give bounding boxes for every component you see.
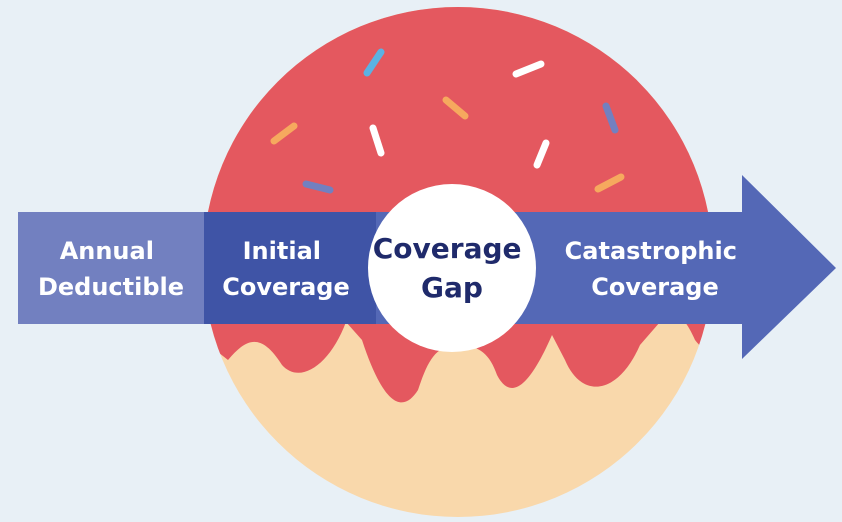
label-coverage-gap: Coverage Gap: [373, 232, 532, 304]
label-annual-deductible: Annual Deductible: [38, 237, 184, 301]
sprinkle: [442, 96, 469, 120]
arrow-segment-initial-coverage: [204, 212, 376, 324]
stage-labels: Annual Deductible Initial Coverage Cover…: [38, 232, 746, 304]
sprinkle: [369, 124, 385, 157]
sprinkle: [594, 173, 625, 193]
sprinkle: [533, 139, 550, 169]
sprinkle: [270, 122, 298, 145]
sprinkle: [302, 180, 334, 194]
sprinkle: [512, 60, 545, 78]
sprinkles: [270, 48, 625, 194]
label-catastrophic-coverage: Catastrophic Coverage: [565, 237, 746, 301]
sprinkle: [602, 102, 619, 134]
donut-hole: [368, 184, 536, 352]
label-initial-coverage: Initial Coverage: [222, 237, 350, 301]
arrow-segment-annual-deductible: [18, 212, 204, 324]
sprinkle: [363, 48, 385, 77]
